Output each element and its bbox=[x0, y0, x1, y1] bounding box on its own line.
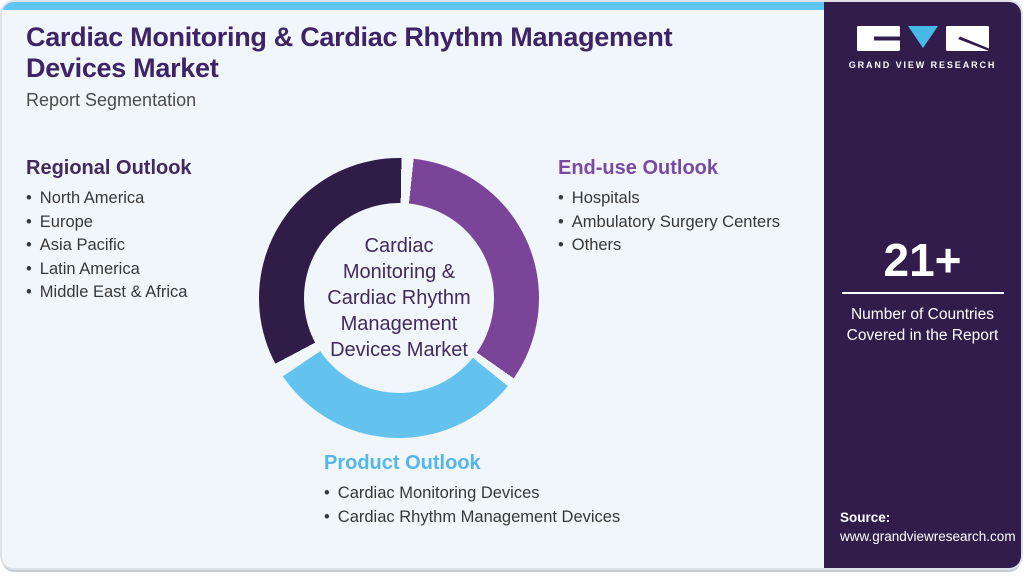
donut-center-line: Management bbox=[340, 313, 458, 335]
list-item-label: Europe bbox=[39, 212, 93, 231]
sidebar: GRAND VIEW RESEARCH 21+ Number of Countr… bbox=[824, 2, 1021, 568]
countries-stat-value: 21+ bbox=[883, 234, 962, 286]
brand-name: GRAND VIEW RESEARCH bbox=[848, 60, 997, 70]
main-panel: Cardiac Monitoring & Cardiac Rhythm Mana… bbox=[2, 2, 1021, 568]
countries-stat: 21+ Number of Countries Covered in the R… bbox=[824, 236, 1021, 346]
list-item-label: Hospitals bbox=[571, 189, 640, 207]
stat-divider bbox=[841, 292, 1004, 294]
brand-logo: GRAND VIEW RESEARCH bbox=[824, 26, 1021, 70]
list-item: Cardiac Rhythm Management Devices bbox=[324, 506, 620, 530]
donut-center-line: Monitoring & bbox=[342, 261, 456, 283]
header: Cardiac Monitoring & Cardiac Rhythm Mana… bbox=[26, 22, 726, 111]
list-item: Ambulatory Surgery Centers bbox=[558, 211, 780, 235]
top-accent-bar bbox=[2, 2, 824, 10]
list-item-label: Cardiac Rhythm Management Devices bbox=[337, 507, 621, 526]
list-item: Hospitals bbox=[558, 187, 780, 211]
donut-center-line: Cardiac bbox=[364, 235, 434, 257]
list-item-label: Cardiac Monitoring Devices bbox=[337, 484, 540, 502]
gvr-logo-icon bbox=[856, 26, 989, 51]
product-outlook-list: Cardiac Monitoring Devices Cardiac Rhyth… bbox=[324, 482, 620, 529]
source-label: Source: bbox=[840, 510, 891, 525]
list-item-label: Asia Pacific bbox=[39, 236, 126, 254]
list-item: Middle East & Africa bbox=[26, 281, 192, 305]
stat-caption-line: Covered in the Report bbox=[846, 327, 999, 344]
list-item: Europe bbox=[26, 211, 192, 235]
enduse-outlook-section: End-use Outlook Hospitals Ambulatory Sur… bbox=[558, 157, 780, 258]
list-item: Others bbox=[558, 234, 780, 258]
regional-outlook-list: North America Europe Asia Pacific Latin … bbox=[26, 187, 192, 305]
stat-caption-line: Number of Countries bbox=[850, 306, 994, 323]
list-item: Cardiac Monitoring Devices bbox=[324, 482, 620, 506]
list-item: Latin America bbox=[26, 258, 192, 282]
product-outlook-heading: Product Outlook bbox=[324, 452, 481, 474]
countries-stat-caption: Number of Countries Covered in the Repor… bbox=[824, 304, 1021, 346]
list-item: Asia Pacific bbox=[26, 234, 192, 258]
list-item-label: Ambulatory Surgery Centers bbox=[571, 212, 780, 231]
list-item-label: Middle East & Africa bbox=[39, 283, 188, 301]
list-item-label: Latin America bbox=[39, 259, 140, 278]
source-block: Source: www.grandviewresearch.com bbox=[840, 508, 1016, 546]
donut-center-label: Cardiac Monitoring & Cardiac Rhythm Mana… bbox=[304, 203, 494, 393]
product-outlook-section: Product Outlook Cardiac Monitoring Devic… bbox=[324, 452, 620, 529]
source-url: www.grandviewresearch.com bbox=[840, 529, 1016, 544]
list-item-label: North America bbox=[39, 189, 145, 207]
donut-center-line: Devices Market bbox=[330, 339, 468, 361]
regional-outlook-section: Regional Outlook North America Europe As… bbox=[26, 157, 192, 305]
enduse-outlook-heading: End-use Outlook bbox=[558, 157, 718, 179]
list-item-label: Others bbox=[571, 236, 622, 254]
regional-outlook-heading: Regional Outlook bbox=[26, 157, 192, 179]
page-subtitle: Report Segmentation bbox=[26, 90, 197, 110]
page-title-line1: Cardiac Monitoring & Cardiac Rhythm Mana… bbox=[26, 22, 673, 52]
donut-center-line: Cardiac Rhythm bbox=[327, 287, 471, 309]
page-title-line2: Devices Market bbox=[26, 53, 219, 83]
list-item: North America bbox=[26, 187, 192, 211]
enduse-outlook-list: Hospitals Ambulatory Surgery Centers Oth… bbox=[558, 187, 780, 258]
donut-chart: Cardiac Monitoring & Cardiac Rhythm Mana… bbox=[259, 158, 539, 438]
